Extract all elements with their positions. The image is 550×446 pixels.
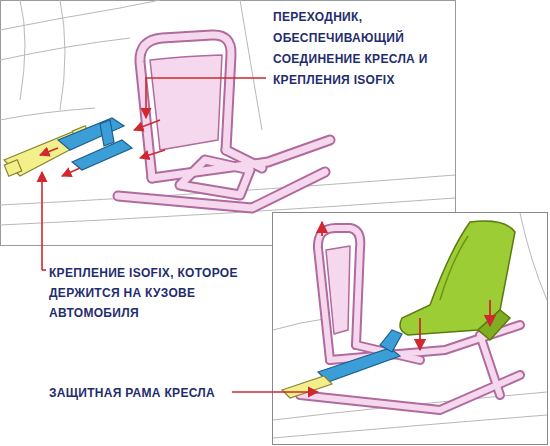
assembly-arrows	[322, 222, 490, 350]
panel-frame	[1, 1, 456, 246]
car-seat-sketch	[0, 0, 455, 225]
child-seat	[400, 221, 515, 340]
panel-frame	[273, 213, 548, 445]
bottom-panel	[232, 213, 548, 445]
callout-label: ЗАЩИТНАЯ РАМА КРЕСЛА	[46, 383, 218, 403]
leader-line	[232, 391, 318, 393]
car-seat-sketch	[273, 213, 547, 438]
adapter	[58, 118, 132, 170]
callout-label: ПЕРЕХОДНИК, ОБЕСПЕЧИВАЮЩИЙ СОЕДИНЕНИЕ КР…	[270, 6, 432, 92]
isofix-anchor	[282, 376, 332, 398]
assembly-arrows	[40, 120, 165, 176]
callout-label: КРЕПЛЕНИЕ ISOFIX, КОТОРОЕ ДЕРЖИТСЯ НА КУ…	[46, 262, 272, 324]
leader-line	[41, 172, 43, 270]
adapter	[318, 330, 402, 382]
leader-line	[146, 78, 266, 118]
